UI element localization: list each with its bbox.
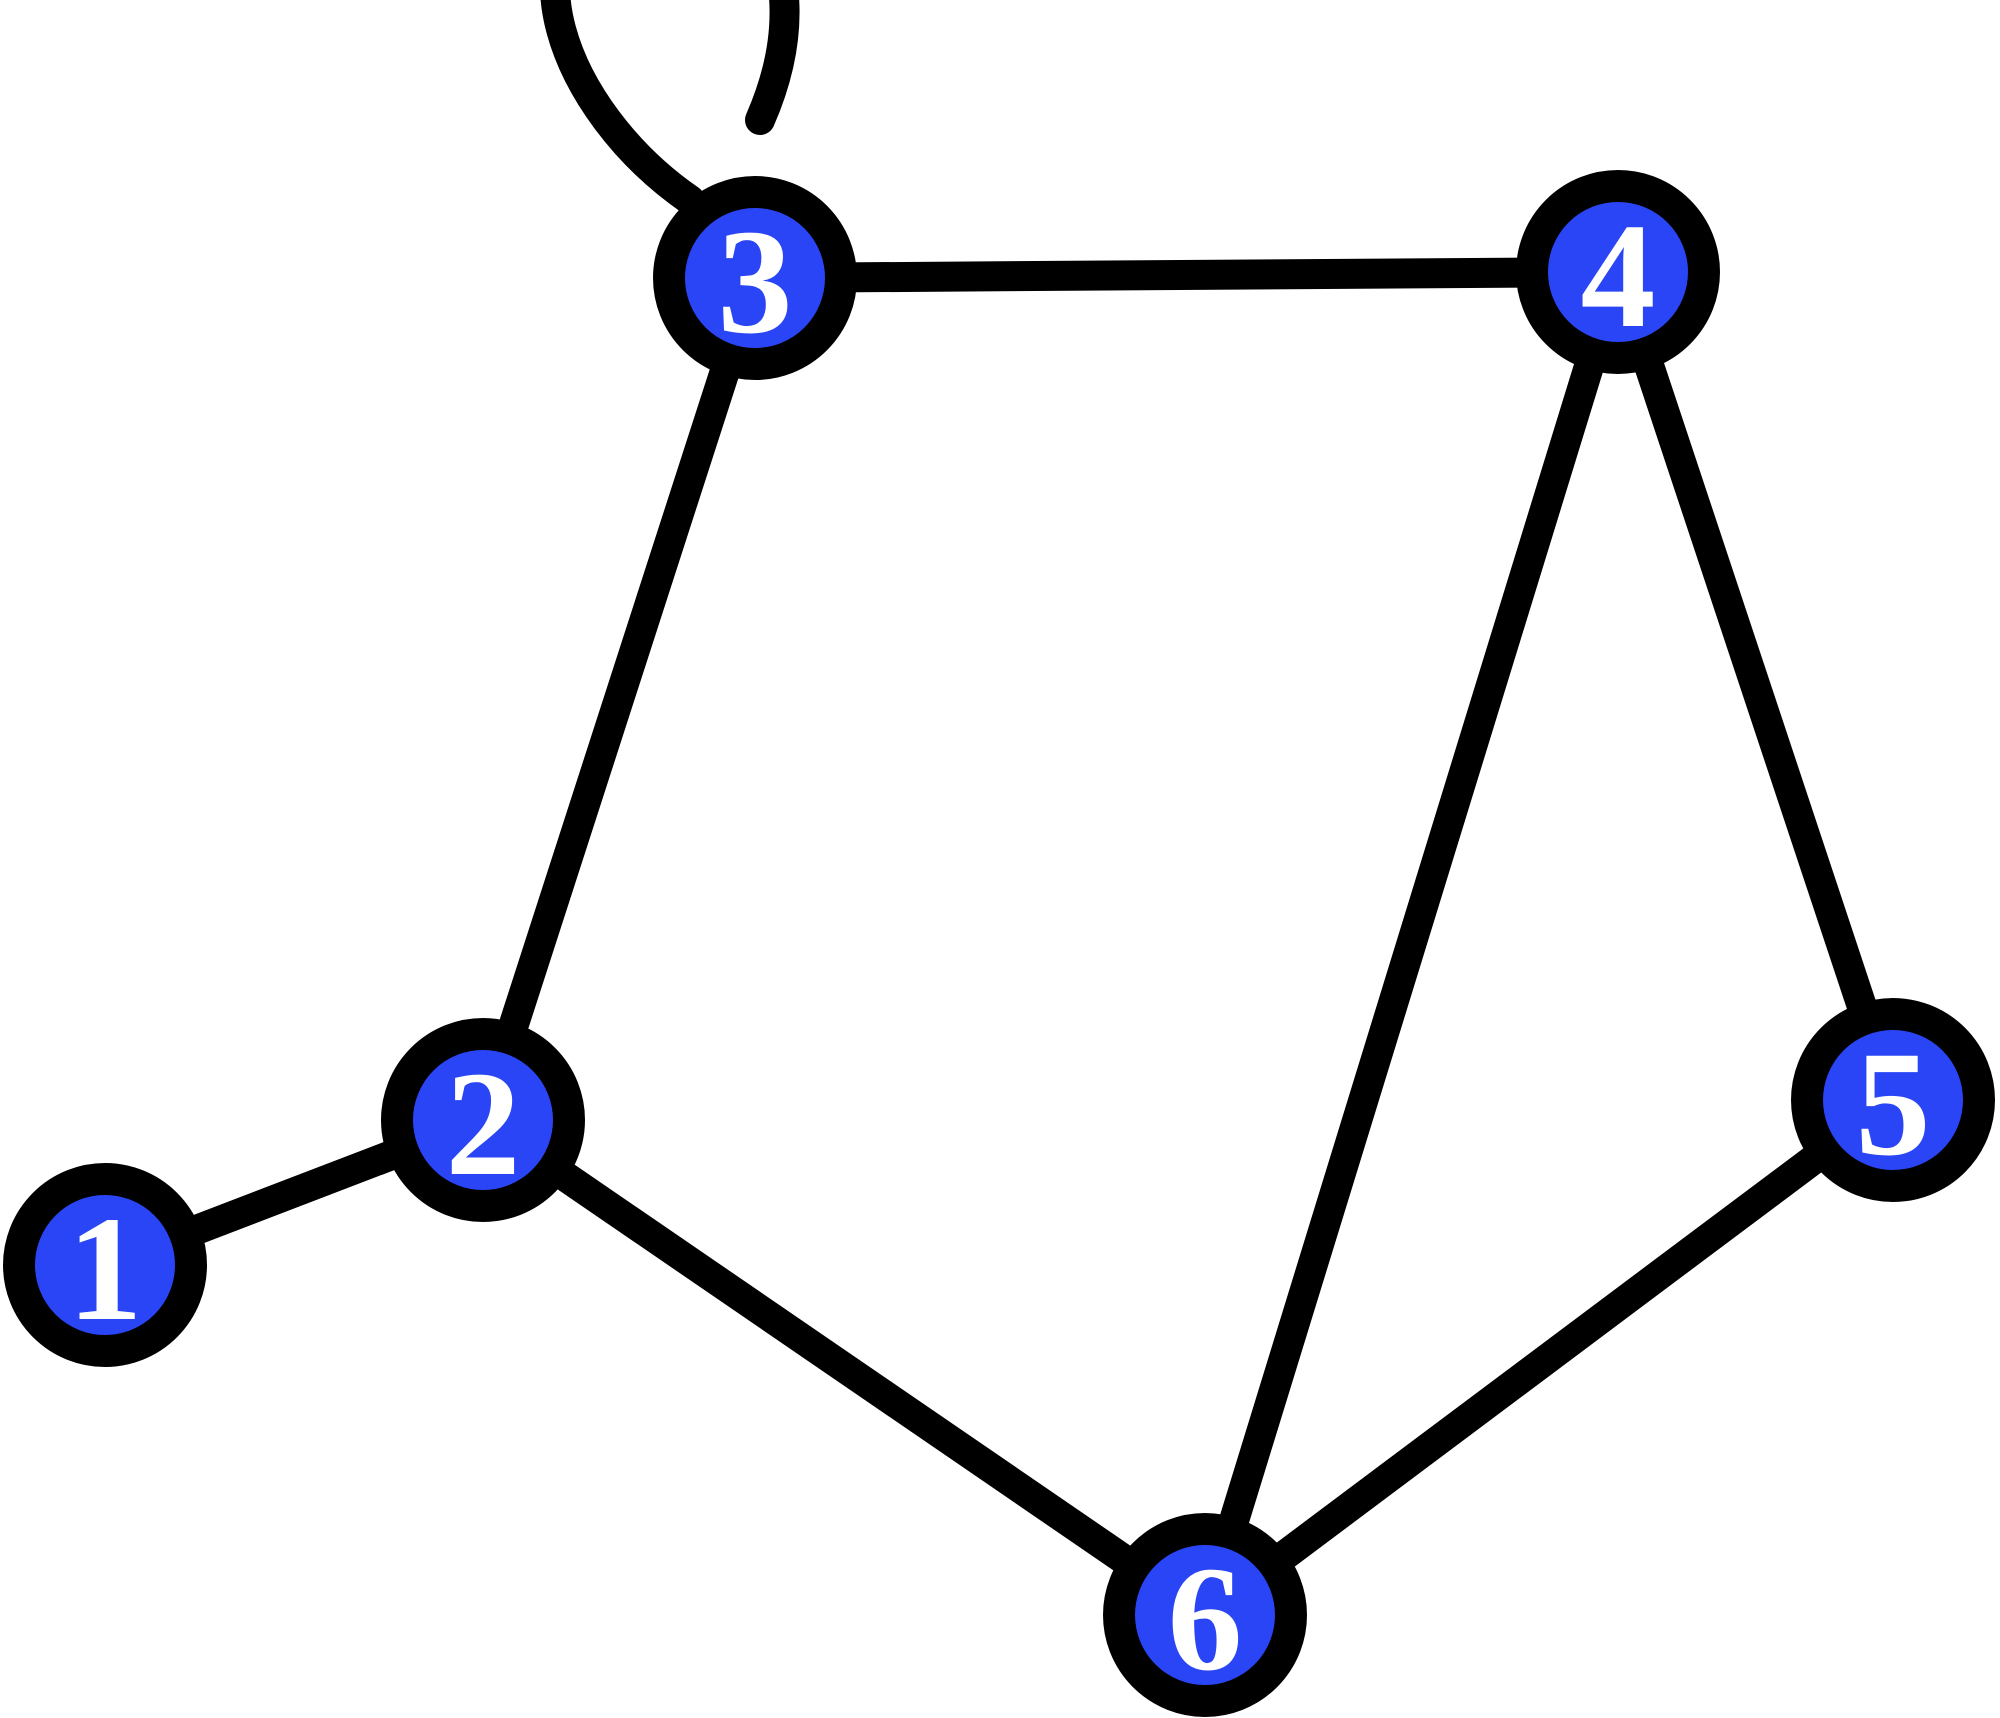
graph-edge-4-6[interactable] (1190, 257, 1633, 1630)
graph-edge-3-4[interactable] (740, 257, 1633, 293)
graph-node-3[interactable]: 3 (653, 176, 857, 380)
graph-edge-5-6[interactable] (1190, 1085, 1908, 1630)
node-circle-4[interactable] (1516, 170, 1720, 374)
node-circle-3[interactable] (653, 176, 857, 380)
graph-node-5[interactable]: 5 (1791, 998, 1995, 1202)
graph-node-6[interactable]: 6 (1103, 1513, 1307, 1717)
node-circle-6[interactable] (1103, 1513, 1307, 1717)
node-circle-1[interactable] (3, 1163, 207, 1367)
graph-node-2[interactable]: 2 (381, 1018, 585, 1222)
graph-self-loop-3[interactable] (540, 0, 800, 215)
node-circle-2[interactable] (381, 1018, 585, 1222)
graph-edge-2-6[interactable] (468, 1105, 1220, 1630)
graph-node-4[interactable]: 4 (1516, 170, 1720, 374)
graph-node-1[interactable]: 1 (3, 1163, 207, 1367)
graph-edge-2-3[interactable] (468, 263, 770, 1135)
node-circle-5[interactable] (1791, 998, 1995, 1202)
edges-layer (90, 257, 1908, 1630)
graph-edge-4-5[interactable] (1603, 257, 1908, 1115)
self-loops-layer (540, 0, 800, 215)
